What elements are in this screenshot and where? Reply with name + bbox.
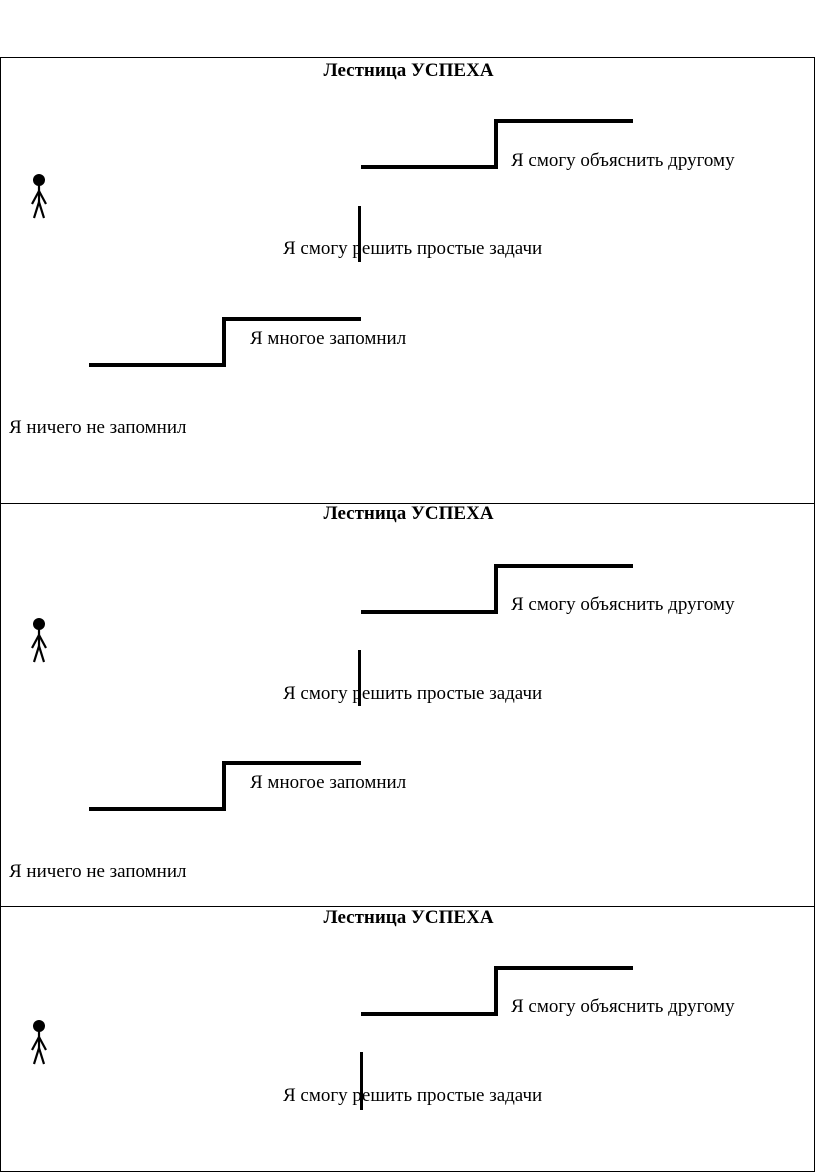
- stair-line: [494, 564, 633, 568]
- stair-riser: [358, 650, 361, 706]
- stair-riser: [494, 966, 498, 1016]
- step-label-solve: Я смогу решить простые задачи: [283, 238, 543, 259]
- stair-line: [494, 119, 633, 123]
- stair-line: [361, 610, 498, 614]
- stair-line: [222, 317, 361, 321]
- step-label-explain: Я смогу объяснить другому: [511, 996, 735, 1017]
- stair-riser: [494, 564, 498, 614]
- panel-title: Лестница УСПЕХА: [323, 60, 494, 81]
- ladder-panel-2: Лестница УСПЕХА Я смогу объяснить другом…: [0, 503, 815, 907]
- stick-figure-icon: [31, 618, 47, 663]
- stair-line: [361, 165, 498, 169]
- stair-riser: [494, 119, 498, 169]
- panel-title: Лестница УСПЕХА: [323, 907, 494, 928]
- stair-riser: [222, 317, 226, 367]
- step-label-remembered: Я многое запомнил: [250, 772, 407, 793]
- ladder-panel-1: Лестница УСПЕХА Я смогу объяснить другом…: [0, 57, 815, 504]
- stick-figure-icon: [31, 174, 47, 219]
- stair-line: [361, 1012, 498, 1016]
- ladder-panel-3: Лестница УСПЕХА Я смогу объяснить другом…: [0, 906, 815, 1172]
- stair-line: [222, 761, 361, 765]
- step-label-nothing: Я ничего не запомнил: [9, 417, 187, 438]
- stick-figure-icon: [31, 1020, 47, 1065]
- step-label-remembered: Я многое запомнил: [250, 328, 407, 349]
- stair-line: [494, 966, 633, 970]
- stair-riser: [222, 761, 226, 811]
- step-label-nothing: Я ничего не запомнил: [9, 861, 187, 882]
- stair-riser: [358, 206, 361, 262]
- step-label-explain: Я смогу объяснить другому: [511, 150, 735, 171]
- step-label-solve: Я смогу решить простые задачи: [283, 1085, 543, 1106]
- stair-line: [89, 363, 226, 367]
- step-label-solve: Я смогу решить простые задачи: [283, 683, 543, 704]
- stair-riser: [360, 1052, 363, 1110]
- stair-line: [89, 807, 226, 811]
- panel-title: Лестница УСПЕХА: [323, 503, 494, 524]
- step-label-explain: Я смогу объяснить другому: [511, 594, 735, 615]
